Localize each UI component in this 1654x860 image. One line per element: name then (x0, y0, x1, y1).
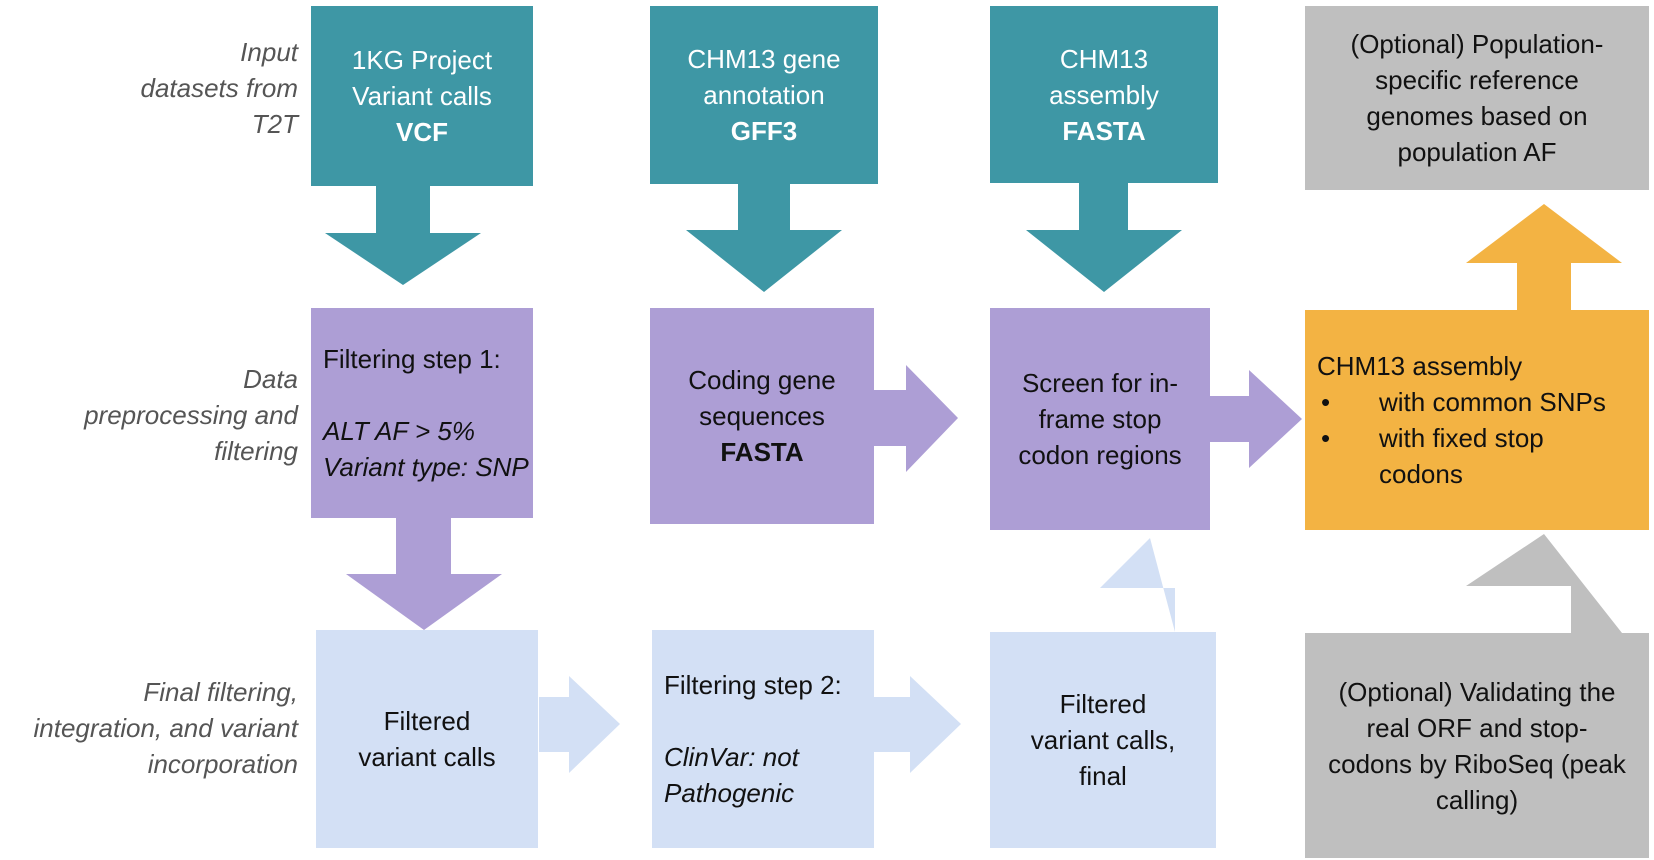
chm13-output-box: CHM13 assembly with common SNPs with fix… (1305, 310, 1649, 530)
arrow-up-final (1100, 538, 1175, 632)
screen-stop-codon-box: Screen for in- frame stop codon regions (990, 308, 1210, 530)
row-label-preprocessing: Data preprocessing and filtering (84, 364, 298, 466)
gff3-input-box: CHM13 gene annotation GFF3 (650, 6, 878, 184)
arrow-up-orange (1466, 204, 1622, 310)
row-label-input: Input datasets from T2T (140, 37, 298, 139)
arrow-up-riboseq (1466, 534, 1622, 633)
filter-step1-box: Filtering step 1: ALT AF > 5% Variant ty… (311, 308, 533, 518)
row-label-final: Final filtering, integration, and varian… (33, 677, 298, 779)
filtered-final-box: Filtered variant calls, final (990, 632, 1216, 848)
optional-population-box: (Optional) Population- specific referenc… (1305, 6, 1649, 190)
arrow-right-filter2 (874, 676, 961, 773)
filter-step2-box: Filtering step 2: ClinVar: not Pathogeni… (652, 630, 874, 848)
coding-sequences-box: Coding gene sequences FASTA (650, 308, 874, 524)
arrow-down-vcf (325, 186, 481, 285)
filtered-variant-calls-box: Filtered variant calls (316, 630, 538, 848)
fasta-input-box: CHM13 assembly FASTA (990, 6, 1218, 183)
output-feature-item: with common SNPs (1317, 384, 1606, 420)
arrow-down-gff3 (686, 184, 842, 292)
arrow-right-filtered (539, 676, 620, 773)
arrow-right-coding (862, 365, 958, 472)
vcf-input-box: 1KG Project Variant calls VCF (311, 6, 533, 186)
arrow-right-screen (1201, 370, 1302, 468)
arrow-down-fasta (1026, 183, 1182, 292)
riboseq-validation-box: (Optional) Validating the real ORF and s… (1305, 633, 1649, 858)
arrow-down-filter1 (346, 518, 502, 630)
